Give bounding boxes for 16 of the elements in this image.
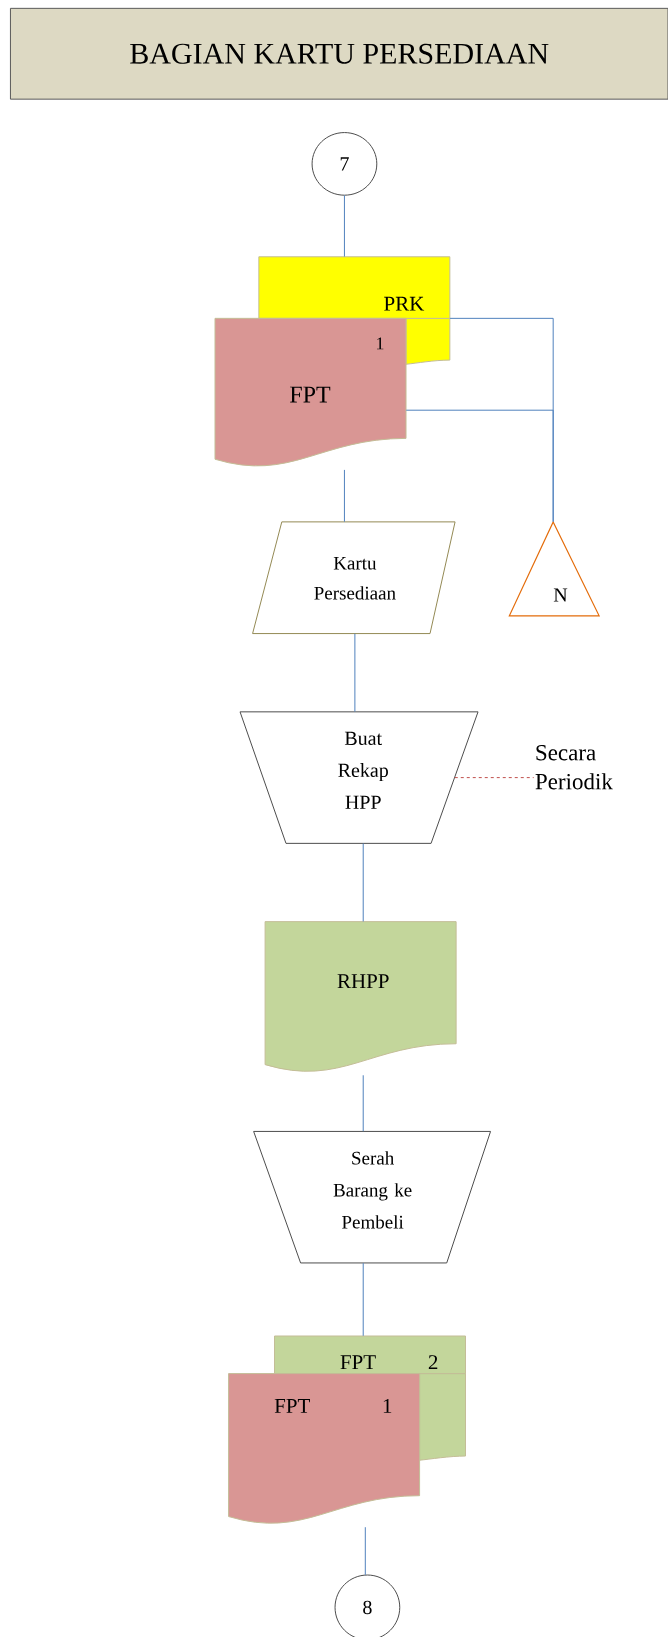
manual-operation-trapezoid: Serah Barang ke Pembeli xyxy=(253,1130,492,1264)
connector-line xyxy=(362,1262,364,1337)
title-box: BAGIAN KARTU PERSEDIAAN xyxy=(9,7,668,100)
connector-line xyxy=(362,1074,364,1132)
connector-line xyxy=(343,469,345,523)
note-text: Secara Periodik xyxy=(535,744,613,790)
connector-line xyxy=(405,409,554,523)
document-shape xyxy=(419,1373,466,1461)
document-shape xyxy=(405,317,451,365)
connector-line xyxy=(364,1526,366,1576)
data-parallelogram: Kartu Persediaan xyxy=(252,521,456,635)
connector-line xyxy=(362,843,364,922)
connector-line xyxy=(354,633,356,713)
connector-line xyxy=(343,194,345,258)
connector-line xyxy=(454,777,535,779)
manual-operation-trapezoid: Buat Rekap HPP xyxy=(239,711,479,844)
